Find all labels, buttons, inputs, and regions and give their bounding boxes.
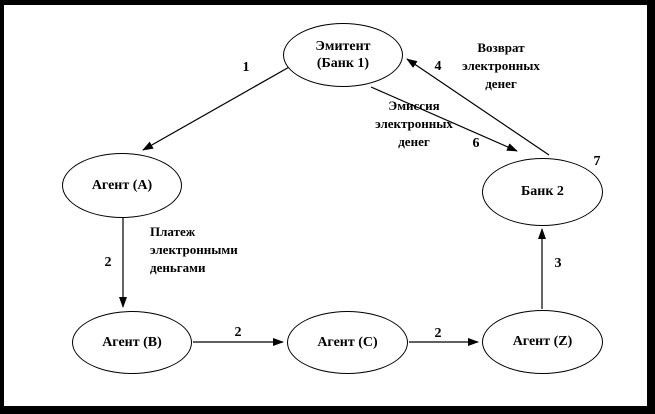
node-agent-z: Агент (Z) — [482, 310, 603, 374]
step-number-6: 6 — [472, 136, 480, 151]
node-bank2: Банк 2 — [482, 158, 603, 226]
arrow-6-emitent-to-bank2 — [370, 86, 518, 152]
node-agent-b: Агент (В) — [72, 311, 192, 374]
step-number-2-c-to-z: 2 — [434, 326, 442, 341]
step-number-2-payment: 2 — [104, 255, 112, 270]
step-number-3: 3 — [554, 256, 562, 271]
node-agent-c: Агент (С) — [287, 311, 408, 374]
node-agent-a: Агент (А) — [62, 153, 182, 218]
arrow-4-bank2-to-emitent — [406, 58, 550, 156]
label-return-emoney: Возврат электронных денег — [462, 40, 540, 92]
label-payment-emoney: Платеж электронными деньгами — [150, 224, 238, 276]
step-number-1: 1 — [242, 60, 250, 75]
arrow-1-emitent-to-agent-a — [142, 65, 292, 151]
step-number-2-b-to-c: 2 — [234, 325, 242, 340]
node-emitent-bank1: Эмитент (Банк 1) — [283, 23, 403, 87]
step-number-4: 4 — [434, 59, 442, 74]
label-emission-emoney: Эмиссия электронных денег — [375, 98, 453, 150]
step-number-7: 7 — [593, 154, 601, 169]
